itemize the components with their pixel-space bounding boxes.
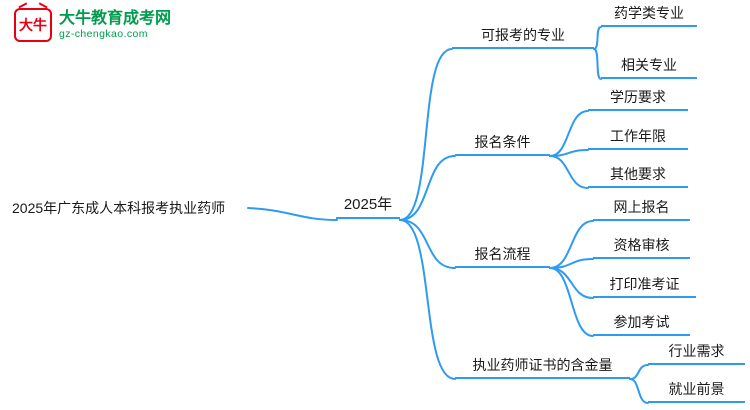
logo-texts: 大牛教育成考网 gz-chengkao.com — [59, 10, 171, 40]
branch-registration-process: 报名流程 — [455, 245, 550, 268]
leaf-industry-demand: 行业需求 — [648, 342, 745, 365]
leaf-pharmacy-majors: 药学类专业 — [601, 4, 697, 27]
center-node-2025: 2025年 — [336, 196, 400, 219]
leaf-employment-prospects: 就业前景 — [648, 380, 745, 403]
branch-registration-conditions: 报名条件 — [455, 133, 550, 156]
site-logo: 大牛 大牛教育成考网 gz-chengkao.com — [14, 8, 171, 42]
leaf-work-years: 工作年限 — [588, 127, 688, 150]
site-url: gz-chengkao.com — [59, 28, 148, 41]
root-node: 2025年广东成人本科报考执业药师 — [12, 200, 226, 216]
branch-eligible-majors: 可报考的专业 — [452, 26, 594, 49]
branch-certificate-value: 执业药师证书的含金量 — [455, 356, 630, 379]
leaf-other-requirements: 其他要求 — [588, 165, 688, 188]
leaf-take-exam: 参加考试 — [593, 313, 690, 336]
bull-logo-icon: 大牛 — [14, 8, 52, 42]
site-name: 大牛教育成考网 — [59, 9, 172, 27]
leaf-print-admission-ticket: 打印准考证 — [593, 275, 696, 298]
leaf-online-registration: 网上报名 — [593, 198, 690, 221]
leaf-education-requirement: 学历要求 — [588, 88, 688, 111]
leaf-qualification-review: 资格审核 — [593, 236, 690, 259]
leaf-related-majors: 相关专业 — [601, 56, 697, 79]
